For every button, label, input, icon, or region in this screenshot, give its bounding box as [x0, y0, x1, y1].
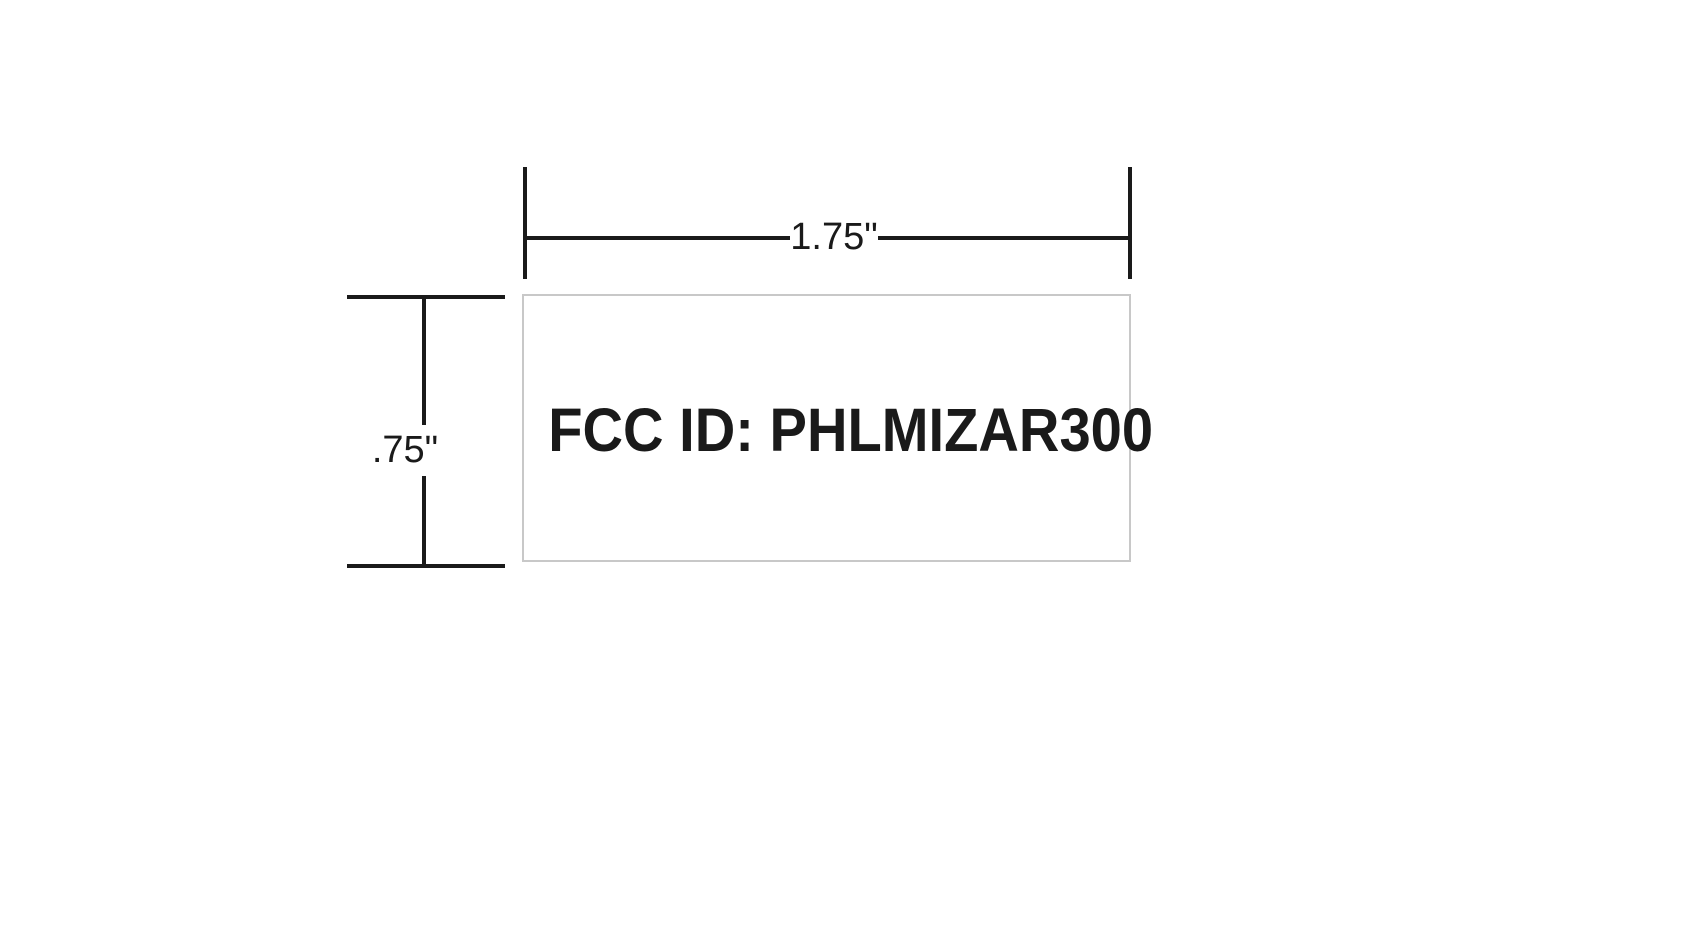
width-dimension-right-tick	[1128, 167, 1132, 279]
fcc-id-text: FCC ID: PHLMIZAR300	[548, 396, 1154, 464]
width-dimension-line-left	[525, 236, 790, 240]
height-dimension-top-cap	[347, 295, 505, 299]
width-dimension-line-right	[878, 236, 1130, 240]
height-dimension-line-lower	[422, 476, 426, 566]
width-dimension-label: 1.75"	[790, 216, 878, 258]
height-dimension-label: .75"	[371, 429, 439, 471]
width-dimension-left-tick	[523, 167, 527, 279]
height-dimension-line-upper	[422, 297, 426, 425]
height-dimension-bottom-cap	[347, 564, 505, 568]
fcc-label-box: FCC ID: PHLMIZAR300	[522, 294, 1154, 562]
